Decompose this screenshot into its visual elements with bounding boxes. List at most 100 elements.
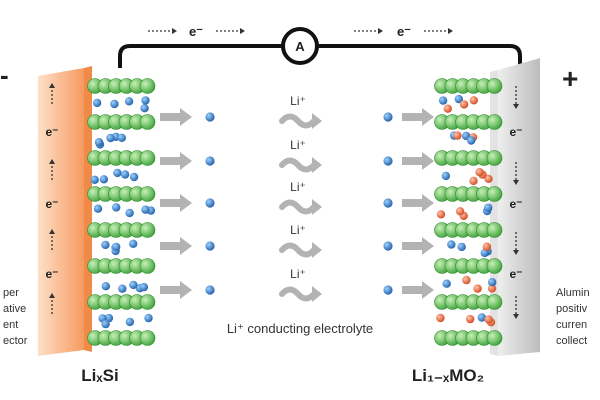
ion-wave-arrow — [279, 199, 317, 215]
collector-electron-label: e⁻ — [45, 125, 58, 139]
ion-arrow — [160, 194, 192, 212]
lithium-atom — [94, 138, 104, 147]
lithium-atom — [438, 96, 448, 105]
lithium-atom — [467, 136, 476, 145]
lithium-atom — [488, 278, 497, 287]
lithium-ion — [383, 241, 393, 251]
atom-layer — [434, 330, 503, 346]
ion-flow-row: Li⁺ — [160, 94, 434, 129]
right-caption-line-4: collect — [556, 335, 587, 347]
ion-flow-row: Li⁺ — [160, 180, 434, 215]
host-atom — [486, 186, 503, 202]
lithium-atom — [113, 168, 122, 178]
lithium-atom — [120, 170, 130, 179]
lithium-atom — [141, 205, 150, 214]
right-caption-line-3: curren — [556, 319, 587, 331]
host-atom — [139, 258, 156, 274]
positive-terminal: + — [562, 63, 578, 94]
collector-electron-label: e⁻ — [45, 267, 58, 281]
right-collector-electron-flow: e⁻e⁻e⁻ — [509, 86, 523, 319]
atom-layer — [434, 222, 503, 258]
top-electron-flow-right: e⁻ — [354, 24, 453, 39]
lithium-atom — [129, 239, 138, 248]
lithium-atom — [90, 175, 99, 184]
lithium-ion — [383, 112, 393, 122]
atom-layer — [87, 114, 156, 149]
ion-arrow — [402, 281, 434, 299]
lithium-atom — [141, 96, 150, 105]
right-caption-line-1: Alumin — [556, 287, 590, 299]
collector-electron-label: e⁻ — [509, 125, 522, 139]
ion-wave-arrowhead — [312, 286, 322, 302]
metal-atom — [436, 313, 445, 323]
right-collector-caption: Alumin positiv curren collect — [556, 287, 590, 347]
lithium-atom — [112, 242, 121, 252]
atom-layer — [87, 78, 156, 113]
ion-flow-row: Li⁺ — [160, 223, 434, 258]
lithium-atom — [99, 175, 109, 184]
top-electron-label-right: e⁻ — [397, 24, 411, 39]
ion-wave-arrowhead — [312, 157, 322, 173]
negative-terminal: - — [0, 60, 9, 90]
top-electron-flow-left: e⁻ — [148, 24, 245, 39]
atom-layer — [87, 258, 156, 293]
metal-atom — [443, 104, 452, 113]
collector-electron-arrow — [513, 232, 519, 255]
lithium-atom — [112, 203, 121, 212]
host-atom — [486, 222, 503, 238]
collector-electron-arrow — [49, 83, 55, 106]
host-atom — [486, 150, 503, 166]
collector-electron-arrow — [49, 159, 55, 182]
ion-wave-arrow — [279, 113, 317, 129]
lithium-atom — [124, 97, 134, 106]
atom-layer — [434, 186, 503, 221]
anode-formula: LiₓSi — [81, 366, 118, 385]
atom-layer — [87, 330, 156, 346]
metal-atom — [475, 168, 484, 177]
lithium-atom — [110, 99, 119, 109]
lithium-atom — [454, 94, 463, 104]
lithium-atom — [457, 242, 466, 252]
ion-arrow — [160, 108, 192, 126]
lithium-ion — [205, 112, 215, 122]
ammeter-label: A — [295, 39, 305, 54]
lithium-ion — [383, 285, 393, 295]
metal-atom — [462, 275, 471, 285]
top-electron-label-left: e⁻ — [189, 24, 203, 39]
lithium-atom — [101, 319, 110, 329]
host-atom — [486, 330, 503, 346]
cathode-limo2-layers — [434, 78, 503, 346]
ion-label: Li⁺ — [290, 223, 306, 237]
ion-arrow — [402, 152, 434, 170]
lithium-atom — [129, 280, 138, 290]
ion-flow: Li⁺ Li⁺ Li⁺ Li⁺ Li⁺ — [160, 94, 434, 302]
atom-layer — [434, 294, 503, 327]
host-atom — [139, 186, 156, 202]
atom-layer — [434, 78, 503, 113]
ion-arrow — [402, 108, 434, 126]
lithium-atom — [441, 171, 451, 181]
lithium-ion — [205, 285, 215, 295]
left-caption-line-1: per — [3, 287, 19, 299]
collector-electron-label: e⁻ — [509, 267, 522, 281]
host-atom — [139, 330, 156, 346]
metal-atom — [466, 314, 475, 324]
lithium-ion — [205, 198, 215, 208]
ion-arrow — [402, 237, 434, 255]
metal-atom — [436, 210, 446, 219]
collector-electron-arrow — [49, 293, 55, 316]
lithium-ion — [383, 198, 393, 208]
lithium-atom — [101, 240, 110, 250]
left-collector-caption: per ative ent ector — [3, 287, 28, 347]
host-atom — [139, 222, 156, 238]
ion-label: Li⁺ — [290, 138, 306, 152]
ion-label: Li⁺ — [290, 94, 306, 108]
left-caption-line-4: ector — [3, 335, 28, 347]
right-caption-line-2: positiv — [556, 303, 588, 315]
host-atom — [139, 114, 156, 130]
ion-label: Li⁺ — [290, 267, 306, 281]
copper-current-collector — [38, 66, 92, 356]
left-caption-line-3: ent — [3, 319, 18, 331]
